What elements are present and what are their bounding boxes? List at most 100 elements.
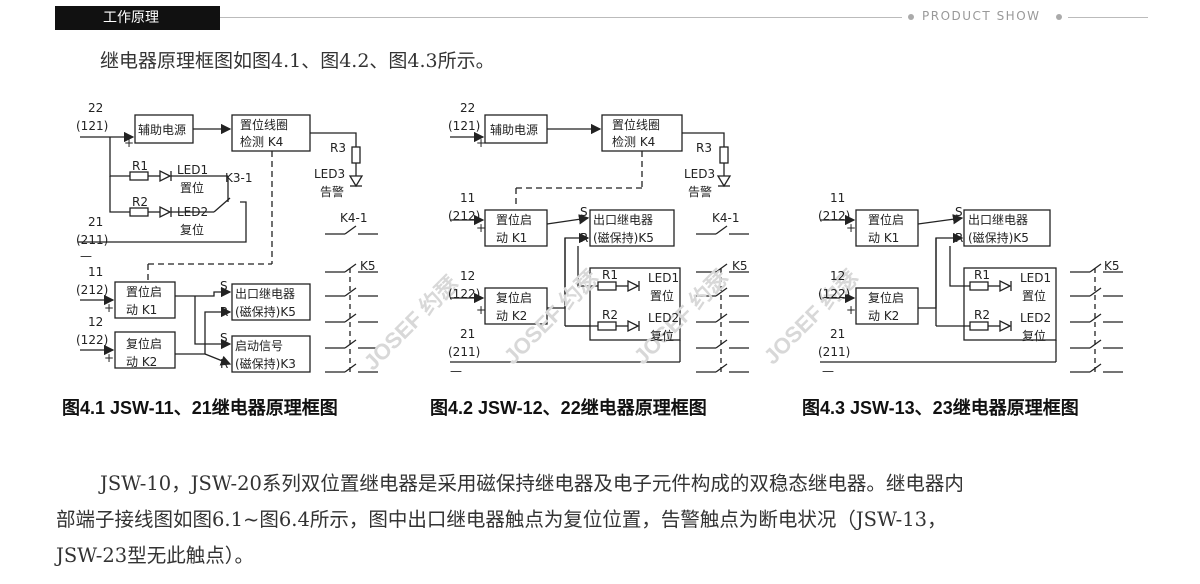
svg-text:—: —	[80, 249, 92, 263]
svg-text:+: +	[846, 303, 856, 317]
svg-text:R1: R1	[602, 268, 618, 282]
svg-text:K4-1: K4-1	[340, 211, 367, 225]
start-signal-box	[231, 335, 311, 373]
paragraph-line: 部端子接线图如图6.1~图6.4所示，图中出口继电器触点为复位位置，告警触点为断…	[56, 508, 947, 531]
svg-text:置位启: 置位启	[868, 212, 904, 227]
svg-text:动 K2: 动 K2	[868, 309, 899, 323]
svg-text:(212): (212)	[76, 283, 108, 297]
svg-text:R: R	[580, 231, 588, 245]
svg-text:11: 11	[460, 191, 475, 205]
svg-text:(122): (122)	[76, 333, 108, 347]
svg-text:置位: 置位	[180, 180, 204, 195]
svg-text:置位启: 置位启	[126, 284, 162, 299]
svg-text:R: R	[955, 231, 963, 245]
brand-label: PRODUCT SHOW	[922, 9, 1041, 23]
svg-text:(211): (211)	[76, 233, 108, 247]
figure-4-2-caption: 图4.2 JSW-12、22继电器原理框图	[430, 397, 707, 418]
svg-text:+: +	[124, 136, 134, 150]
svg-text:R1: R1	[132, 159, 148, 173]
svg-text:11: 11	[830, 191, 845, 205]
svg-text:—: —	[450, 364, 462, 378]
svg-text:—: —	[822, 364, 834, 378]
svg-text:(211): (211)	[448, 345, 480, 359]
svg-text:出口继电器: 出口继电器	[235, 287, 295, 301]
svg-text:出口继电器: 出口继电器	[593, 213, 653, 227]
svg-text:21: 21	[88, 215, 103, 229]
svg-text:R3: R3	[330, 141, 346, 155]
svg-text:复位: 复位	[180, 222, 204, 237]
svg-text:辅助电源: 辅助电源	[138, 123, 186, 137]
svg-text:12: 12	[830, 269, 845, 283]
svg-text:K4-1: K4-1	[712, 211, 739, 225]
svg-text:置位线圈: 置位线圈	[240, 117, 288, 132]
svg-text:R2: R2	[974, 308, 990, 322]
svg-text:(212): (212)	[448, 209, 480, 223]
svg-text:动 K2: 动 K2	[496, 309, 527, 323]
section-tab: 工作原理	[55, 6, 220, 30]
svg-text:辅助电源: 辅助电源	[490, 123, 538, 137]
figure-4-1-labels: 22 (121) + 辅助电源 置位线圈 检测 K4 R3 LED3 告警 R1…	[76, 101, 376, 371]
svg-text:R1: R1	[974, 268, 990, 282]
svg-text:置位线圈: 置位线圈	[612, 117, 660, 132]
description-paragraph: JSW-10，JSW-20系列双位置继电器是采用磁保持继电器及电子元件构成的双稳…	[56, 466, 1156, 574]
svg-text:21: 21	[830, 327, 845, 341]
svg-text:出口继电器: 出口继电器	[968, 213, 1028, 227]
output-relay-box	[231, 283, 311, 321]
svg-text:+: +	[476, 221, 486, 235]
svg-text:21: 21	[460, 327, 475, 341]
header-divider	[1068, 17, 1148, 18]
svg-text:(212): (212)	[818, 209, 850, 223]
svg-text:告警: 告警	[688, 184, 712, 199]
svg-text:置位启: 置位启	[496, 212, 532, 227]
svg-text:(121): (121)	[448, 119, 480, 133]
schematic-diagrams: JOSEF 约瑟 JOSEF 约瑟 JOSEF 约瑟 JOSEF 约瑟 22 (…	[62, 101, 1123, 418]
svg-text:R: R	[220, 357, 228, 371]
figure-4-1-caption: 图4.1 JSW-11、21继电器原理框图	[62, 397, 338, 418]
svg-text:LED1: LED1	[648, 271, 679, 285]
svg-text:动 K1: 动 K1	[496, 231, 527, 245]
svg-text:(211): (211)	[818, 345, 850, 359]
svg-text:22: 22	[88, 101, 103, 115]
svg-text:(122): (122)	[448, 287, 480, 301]
svg-text:JOSEF 约瑟: JOSEF 约瑟	[629, 265, 733, 369]
svg-text:22: 22	[460, 101, 475, 115]
svg-text:K5: K5	[732, 259, 748, 273]
svg-text:复位: 复位	[650, 328, 674, 343]
svg-text:(磁保持)K3: (磁保持)K3	[235, 356, 296, 371]
svg-text:+: +	[104, 351, 114, 365]
svg-text:+: +	[476, 303, 486, 317]
svg-text:11: 11	[88, 265, 103, 279]
figure-4-3-labels: 11 (212) + 置位启 动 K1 S R 出口继电器 (磁保持)K5 12…	[818, 191, 1120, 378]
svg-text:复位: 复位	[1022, 328, 1046, 343]
svg-text:置位: 置位	[1022, 288, 1046, 303]
reset-start-box	[114, 331, 176, 369]
svg-text:(磁保持)K5: (磁保持)K5	[235, 304, 296, 319]
svg-text:+: +	[104, 301, 114, 315]
intro-text: 继电器原理框图如图4.1、图4.2、图4.3所示。	[100, 50, 495, 72]
svg-text:+: +	[476, 136, 486, 150]
svg-text:R: R	[220, 305, 228, 319]
svg-text:(磁保持)K5: (磁保持)K5	[968, 230, 1029, 245]
header-divider	[220, 17, 902, 18]
svg-text:+: +	[846, 221, 856, 235]
svg-text:(122): (122)	[818, 287, 850, 301]
svg-text:置位: 置位	[650, 288, 674, 303]
set-start-box	[114, 281, 176, 319]
svg-text:动 K1: 动 K1	[126, 303, 157, 317]
svg-text:告警: 告警	[320, 184, 344, 199]
svg-text:复位启: 复位启	[126, 336, 162, 351]
svg-text:动 K2: 动 K2	[126, 355, 157, 369]
svg-text:12: 12	[460, 269, 475, 283]
svg-text:启动信号: 启动信号	[235, 339, 283, 353]
svg-text:S: S	[220, 279, 228, 293]
svg-text:K5: K5	[1104, 259, 1120, 273]
svg-text:LED3: LED3	[684, 167, 715, 181]
svg-text:S: S	[220, 331, 228, 345]
svg-text:(磁保持)K5: (磁保持)K5	[593, 230, 654, 245]
svg-text:R2: R2	[132, 195, 148, 209]
svg-text:12: 12	[88, 315, 103, 329]
svg-text:动 K1: 动 K1	[868, 231, 899, 245]
svg-text:K5: K5	[360, 259, 376, 273]
svg-text:(121): (121)	[76, 119, 108, 133]
svg-text:检测 K4: 检测 K4	[612, 134, 655, 149]
